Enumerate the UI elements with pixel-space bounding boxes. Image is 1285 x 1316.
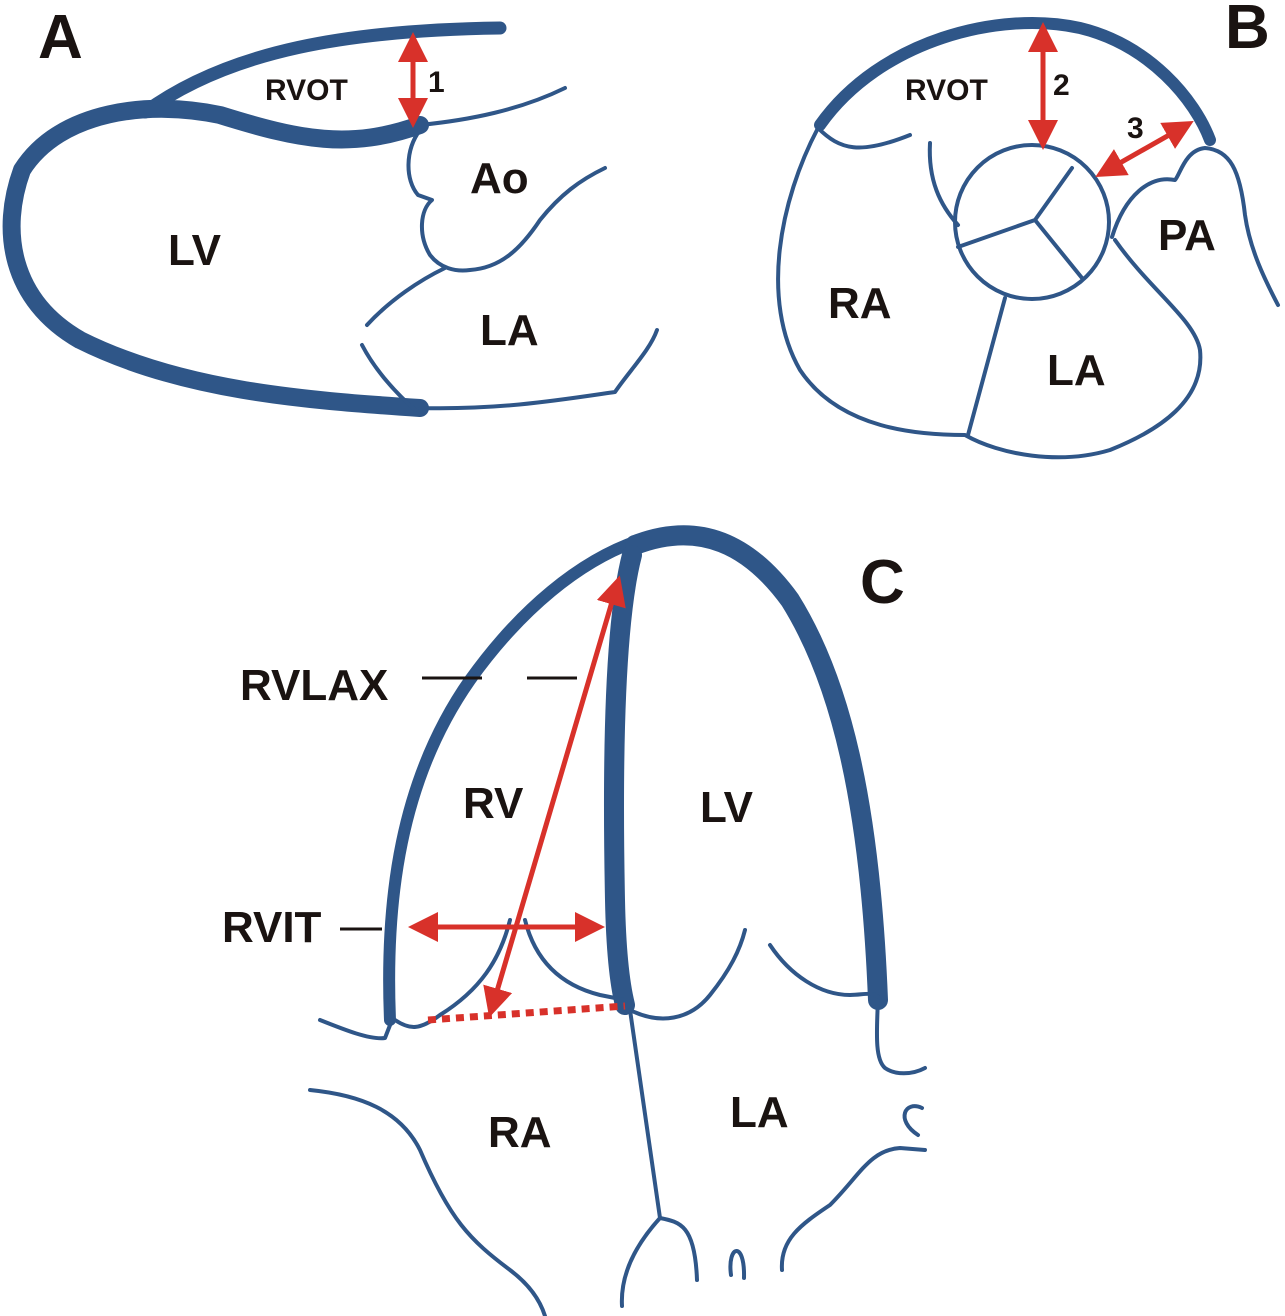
panel-c-label: C (860, 548, 905, 617)
panel-c: C RV LV RA LA RVLAX RVIT (222, 525, 927, 1316)
panel-a-lv-label: LV (168, 226, 222, 275)
panel-c-rv-label: RV (463, 779, 524, 828)
panel-a-mitral-line (360, 343, 417, 412)
measurement-1-label: 1 (428, 66, 445, 99)
panel-b-ra-label: RA (828, 279, 892, 328)
panel-c-mitral-leaflets (628, 928, 882, 1021)
panel-b-pulmonary-artery (1110, 146, 1280, 307)
panel-a-la-anterior-wall (365, 266, 447, 327)
panel-c-pulmonary-vein-1 (658, 1216, 699, 1282)
panel-b-rvot-label: RVOT (905, 74, 988, 107)
panel-a-la-posterior-wall (418, 328, 659, 411)
measurement-2-label: 2 (1053, 69, 1070, 102)
rvit-label: RVIT (222, 903, 322, 952)
panel-c-ra-wall (308, 1088, 547, 1316)
panel-c-la-upper-wall (874, 998, 927, 1076)
panel-c-la-lateral-wall (779, 1146, 927, 1272)
panel-a: A RVOT LV Ao LA 1 (2, 3, 659, 417)
panel-a-aortic-root (406, 128, 607, 273)
panel-b-label: B (1225, 0, 1270, 62)
panel-c-pulmonary-vein-2 (728, 1249, 747, 1280)
panel-b-ra-septal-line (927, 141, 960, 227)
panel-c-ra-label: RA (488, 1108, 552, 1157)
measurement-3-arrow (1095, 121, 1194, 177)
tricuspid-annulus-dashed-line (427, 1002, 626, 1024)
panel-b-interatrial-septum (966, 296, 1007, 437)
panel-c-la-label: LA (730, 1088, 789, 1137)
panel-a-aorta-anterior-wall (418, 86, 567, 127)
panel-a-la-label: LA (480, 306, 539, 355)
panel-c-pulmonary-vein-3 (902, 1104, 924, 1137)
panel-a-rv-free-wall (138, 21, 507, 119)
panel-b-pa-label: PA (1158, 211, 1216, 260)
panel-b-valve-cusps (956, 166, 1084, 280)
panel-c-ra-lateral-edge (318, 1018, 394, 1041)
panel-a-rvot-label: RVOT (265, 74, 348, 107)
panel-a-label: A (38, 3, 83, 72)
panel-a-ao-label: Ao (470, 154, 529, 203)
panel-c-lv-label: LV (700, 783, 754, 832)
panel-b-la-label: LA (1047, 346, 1106, 395)
panel-c-tricuspid-leaflets (393, 918, 627, 1029)
rvlax-label: RVLAX (240, 661, 388, 710)
panel-b: B RVOT RA LA PA 2 3 (776, 0, 1280, 460)
measurement-3-label: 3 (1127, 112, 1144, 145)
panel-b-atrial-contour (776, 126, 1203, 460)
panel-a-lv-wall (2, 99, 429, 417)
panel-c-interventricular-septum (603, 545, 642, 1015)
panel-c-lv-lateral-wall (625, 525, 888, 1010)
panel-b-tricuspid-line (816, 126, 912, 150)
panel-c-interatrial-septum (619, 1008, 662, 1308)
panel-c-rv-free-wall (383, 534, 646, 1026)
panel-b-rvot-wall (814, 17, 1216, 146)
